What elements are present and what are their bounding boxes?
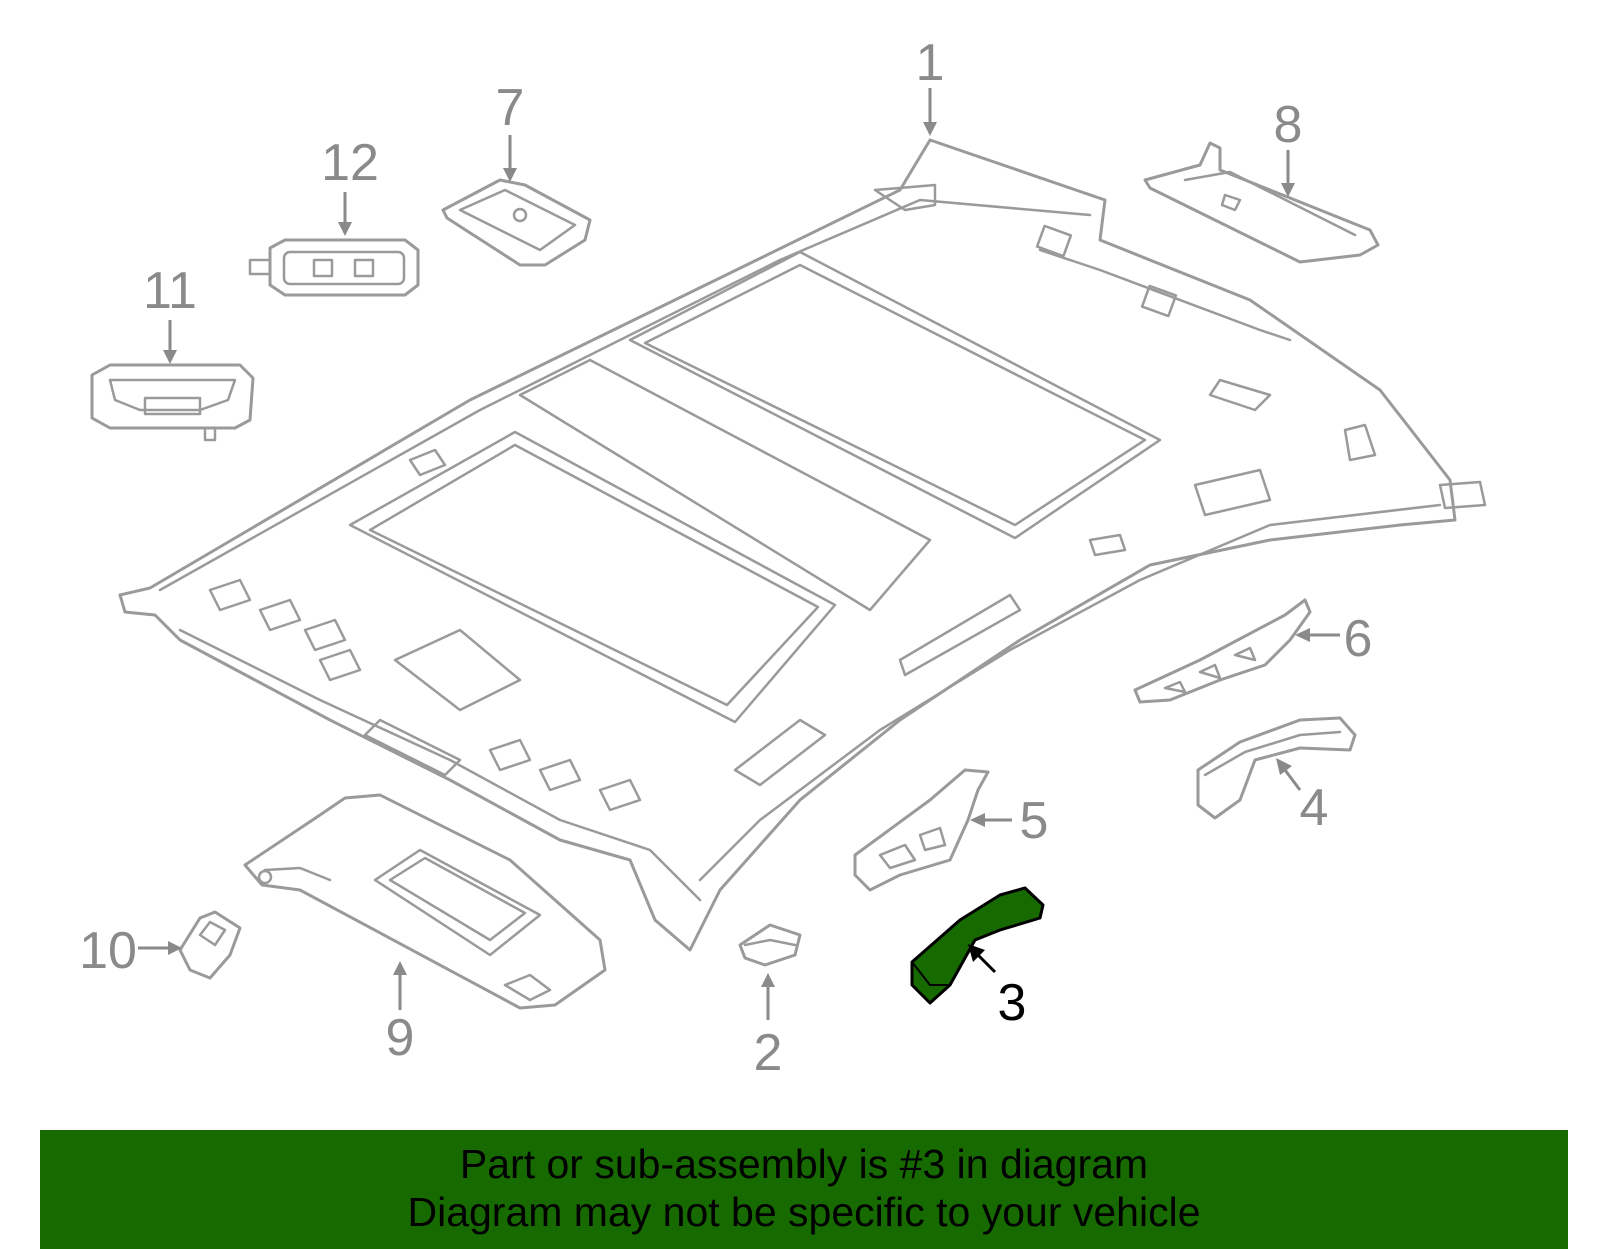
parts-diagram: 1 2 3 4 5 6 7 8 9 10 11 12: [79, 34, 1487, 1082]
callout-3: 3: [998, 974, 1027, 1032]
bracket-part-6[interactable]: [1133, 598, 1312, 704]
callout-2: 2: [754, 1024, 783, 1082]
callout-8: 8: [1274, 96, 1303, 154]
banner-line-1: Part or sub-assembly is #3 in diagram: [459, 1141, 1149, 1187]
callout-7: 7: [496, 79, 525, 137]
map-lamp-part-12[interactable]: [248, 238, 420, 297]
callout-11: 11: [143, 262, 197, 320]
grab-handle-part-3[interactable]: [910, 886, 1045, 1005]
clip-part-2[interactable]: [738, 923, 802, 967]
callout-1: 1: [916, 34, 945, 92]
dome-lamp-part-11[interactable]: [90, 363, 255, 442]
clip-part-10[interactable]: [178, 910, 242, 980]
callout-4: 4: [1300, 779, 1329, 837]
garnish-part-8[interactable]: [1143, 141, 1380, 264]
lamp-part-7[interactable]: [441, 178, 592, 267]
banner-line-2: Diagram may not be specific to your vehi…: [407, 1189, 1201, 1235]
callout-12: 12: [321, 134, 379, 192]
callout-arrows: [138, 88, 1340, 1020]
callout-10: 10: [79, 922, 137, 980]
bracket-part-5[interactable]: [853, 768, 990, 892]
callout-9: 9: [386, 1009, 415, 1067]
callout-5: 5: [1020, 792, 1049, 850]
headliner-part-1[interactable]: [118, 138, 1487, 952]
info-banner: Part or sub-assembly is #3 in diagram Di…: [40, 1130, 1568, 1249]
sun-visor-part-9[interactable]: [243, 793, 607, 1010]
callout-6: 6: [1344, 610, 1373, 668]
grab-handle-part-4[interactable]: [1196, 716, 1357, 820]
